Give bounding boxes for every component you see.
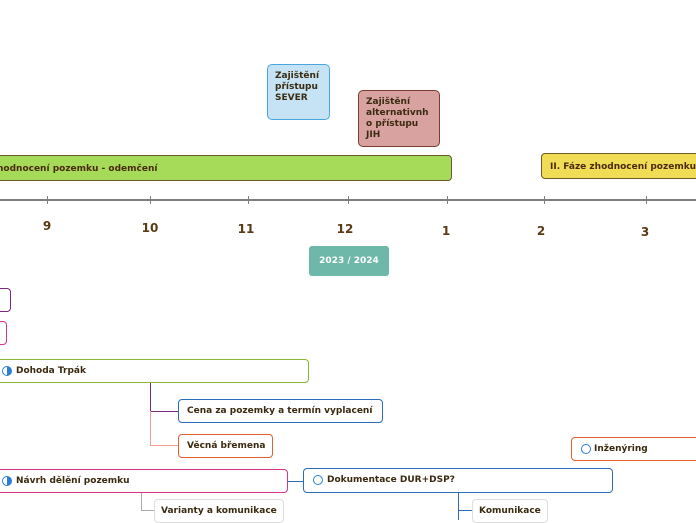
subtopic-cena-label: Cena za pozemky a termín vyplacení xyxy=(187,406,373,416)
timeline-tick xyxy=(248,196,249,204)
subtopic-komunikace[interactable]: Komunikace xyxy=(472,499,548,523)
note-access-north-text: Zajištění přístupu SEVER xyxy=(275,71,320,103)
timeline-tick xyxy=(348,196,349,204)
timeline-tick-label: 1 xyxy=(441,224,451,238)
topic-dokumentace-label: Dokumentace DUR+DSP? xyxy=(327,475,455,485)
timeline-tick-label: 12 xyxy=(336,222,354,236)
topic-navrh-deleni[interactable]: Návrh dělění pozemku xyxy=(0,469,288,493)
phase-1-bar[interactable]: hodnocení pozemku - odemčení xyxy=(0,155,452,181)
subtopic-varianty-label: Varianty a komunikace xyxy=(161,506,277,516)
connector-line xyxy=(150,411,151,446)
timeline-tick-label: 2 xyxy=(536,224,546,238)
connector-line xyxy=(287,481,303,482)
connector-line xyxy=(150,383,151,412)
connector-line xyxy=(458,492,459,520)
connector-line xyxy=(141,510,154,511)
phase-2-label: II. Fáze zhodnocení pozemku xyxy=(550,162,696,172)
subtopic-bremena[interactable]: Věcná břemena xyxy=(178,434,273,458)
subtopic-komunikace-label: Komunikace xyxy=(479,506,541,516)
topic-dohoda-trpak-label: Dohoda Trpák xyxy=(16,366,86,376)
phase-2-bar[interactable]: II. Fáze zhodnocení pozemku xyxy=(541,153,696,179)
topic-navrh-deleni-label: Návrh dělění pozemku xyxy=(16,476,130,486)
timeline-tick xyxy=(646,196,647,204)
phase-1-label: hodnocení pozemku - odemčení xyxy=(0,164,158,174)
timeline-tick-label: 11 xyxy=(237,222,255,236)
subtopic-bremena-label: Věcná břemena xyxy=(187,441,266,451)
topic-dohoda-trpak[interactable]: Dohoda Trpák xyxy=(0,359,309,383)
timeline-tick-label: 3 xyxy=(640,225,650,239)
topic-inzenyring[interactable]: Inženýring xyxy=(571,437,696,461)
timeline-tick-label: 10 xyxy=(141,221,159,235)
topic-node-partial[interactable] xyxy=(0,288,11,312)
year-badge[interactable]: 2023 / 2024 xyxy=(309,246,389,276)
year-badge-label: 2023 / 2024 xyxy=(319,256,379,266)
note-access-south[interactable]: Zajištění alternativnh o přístupu JIH xyxy=(358,90,440,147)
progress-empty-icon xyxy=(581,444,591,454)
timeline-tick xyxy=(150,196,151,204)
timeline-tick xyxy=(544,196,545,204)
timeline-tick-label: 9 xyxy=(42,219,52,233)
connector-line xyxy=(150,445,178,446)
subtopic-cena[interactable]: Cena za pozemky a termín vyplacení xyxy=(178,399,383,423)
timeline-tick xyxy=(447,196,448,204)
topic-node-partial[interactable] xyxy=(0,321,7,345)
progress-half-icon xyxy=(2,366,12,376)
connector-line xyxy=(141,492,142,511)
progress-half-icon xyxy=(2,476,12,486)
timeline-tick xyxy=(47,196,48,204)
connector-line xyxy=(150,411,178,412)
topic-dokumentace[interactable]: Dokumentace DUR+DSP? xyxy=(303,468,613,493)
progress-empty-icon xyxy=(313,475,323,485)
connector-line xyxy=(458,510,472,511)
subtopic-varianty[interactable]: Varianty a komunikace xyxy=(154,499,284,523)
note-access-north[interactable]: Zajištění přístupu SEVER xyxy=(267,64,330,120)
note-access-south-text: Zajištění alternativnh o přístupu JIH xyxy=(366,97,429,140)
topic-inzenyring-label: Inženýring xyxy=(594,444,648,454)
